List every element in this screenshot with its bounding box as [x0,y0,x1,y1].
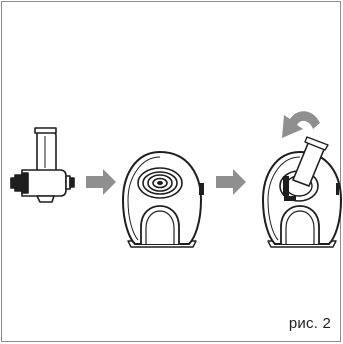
motor-unit-front-icon [122,151,204,248]
attachment-mounted-icon [262,136,342,248]
figure-caption: рис. 2 [288,315,331,332]
rotate-arrow-icon [282,111,320,138]
right-arrow-icon [216,169,246,195]
right-arrow-icon [86,169,116,195]
shredder-attachment-icon [10,127,75,203]
